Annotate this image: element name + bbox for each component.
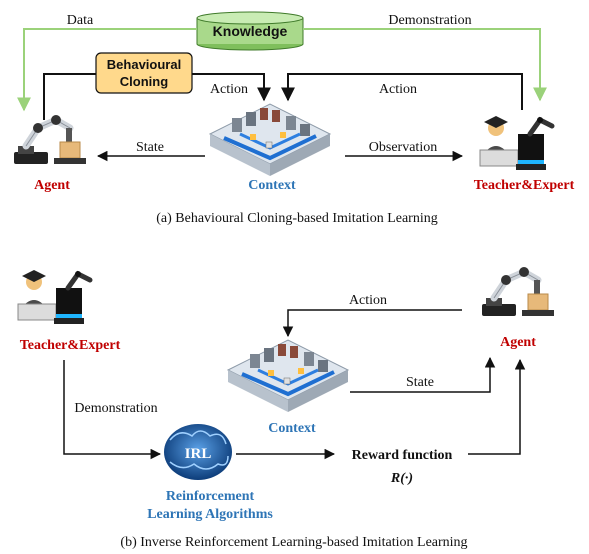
context-label-b: Context (268, 421, 316, 436)
reward-symbol: R(·) (390, 471, 413, 486)
bc-line2: Cloning (120, 74, 168, 89)
action-label-b: Action (349, 293, 387, 308)
behavioural-cloning-box: Behavioural Cloning (95, 52, 193, 94)
state-label-b: State (406, 375, 434, 390)
teacher-label-a: Teacher&Expert (474, 178, 575, 193)
context-label-a: Context (248, 178, 296, 193)
agent-robot-icon-b (482, 267, 554, 316)
agent-label-b: Agent (500, 335, 536, 350)
agent-robot-icon (14, 115, 86, 164)
bc-line1: Behavioural (107, 57, 181, 72)
knowledge-label: Knowledge (213, 23, 288, 39)
action-label-left: Action (210, 82, 248, 97)
irl-icon-text: IRL (185, 446, 212, 462)
data-arrow (17, 28, 197, 112)
rl-algorithms-line2: Learning Algorithms (147, 507, 273, 522)
observation-label: Observation (369, 140, 437, 155)
agent-to-bc-line (43, 73, 96, 120)
irl-brain-icon: IRL (164, 424, 232, 480)
teacher-label-b: Teacher&Expert (20, 338, 121, 353)
demonstration-label-a: Demonstration (388, 13, 471, 28)
reward-to-agent-arrow (468, 358, 526, 455)
reward-function-label: Reward function (352, 448, 453, 463)
teacher-expert-icon (480, 116, 552, 170)
context-factory-icon (208, 102, 332, 178)
caption-a: (a) Behavioural Cloning-based Imitation … (156, 211, 437, 226)
demonstration-arrow-b (63, 360, 162, 460)
context-factory-icon-b (226, 338, 350, 414)
rl-algorithms-line1: Reinforcement (166, 489, 255, 504)
action-arrow-left (192, 73, 271, 102)
demonstration-label-b: Demonstration (74, 401, 157, 416)
state-label-a: State (136, 140, 164, 155)
agent-label-a: Agent (34, 178, 70, 193)
action-arrow-right (281, 73, 523, 110)
action-arrow-b (282, 309, 462, 338)
action-label-right: Action (379, 82, 417, 97)
teacher-expert-icon-b (18, 270, 90, 324)
state-arrow-b (350, 356, 496, 393)
knowledge-database: Knowledge (196, 11, 304, 51)
demonstration-arrow-a (303, 28, 547, 102)
data-label: Data (67, 13, 94, 28)
caption-b: (b) Inverse Reinforcement Learning-based… (120, 535, 467, 550)
